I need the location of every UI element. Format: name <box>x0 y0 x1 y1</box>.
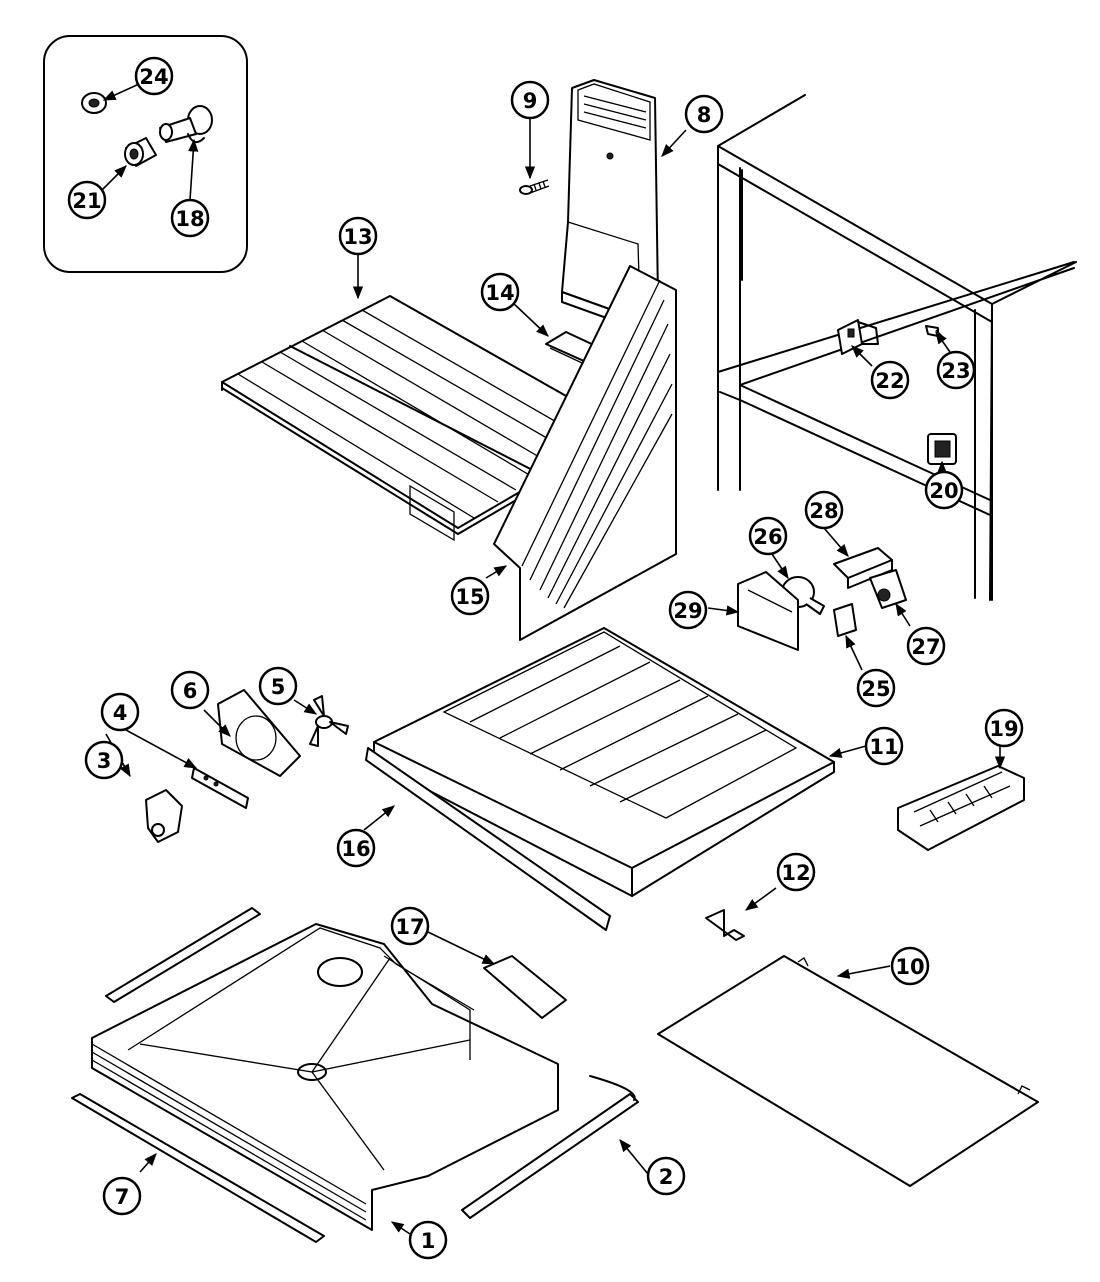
callout-label: 4 <box>113 701 128 725</box>
callout-label: 12 <box>781 861 810 885</box>
callout-label: 3 <box>97 749 112 773</box>
callout-9: 9 <box>510 80 550 120</box>
callout-label: 8 <box>697 103 712 127</box>
callout-label: 19 <box>989 717 1018 741</box>
callout-label: 13 <box>343 225 372 249</box>
part-29-light-lens <box>737 571 799 651</box>
callout-20: 20 <box>924 470 964 510</box>
callout-15: 15 <box>450 576 490 616</box>
callout-6: 6 <box>170 670 210 710</box>
cabinet-outline <box>717 94 1077 601</box>
callout-16: 16 <box>336 828 376 868</box>
callout-19: 19 <box>984 708 1024 748</box>
callout-25: 25 <box>856 668 896 708</box>
part-20-switch <box>927 433 957 465</box>
callout-26: 26 <box>748 516 788 556</box>
callout-24: 24 <box>134 56 174 96</box>
callout-label: 6 <box>183 679 198 703</box>
callout-label: 17 <box>395 915 424 939</box>
callout-18: 18 <box>170 198 210 238</box>
callout-label: 22 <box>875 369 904 393</box>
side-rail <box>105 907 261 1003</box>
callout-label: 20 <box>929 479 958 503</box>
part-10-bottom-panel <box>657 955 1039 1187</box>
callout-label: 1 <box>421 1229 436 1253</box>
part-2-rail <box>461 1075 639 1219</box>
callout-1: 1 <box>408 1220 448 1260</box>
part-9-screw <box>519 179 550 195</box>
leader-lines <box>101 83 1006 1235</box>
callout-27: 27 <box>906 626 946 666</box>
callout-28: 28 <box>804 490 844 530</box>
part-17-cover <box>483 955 567 1019</box>
part-4-motor-bracket <box>191 767 249 809</box>
callout-22: 22 <box>870 360 910 400</box>
part-15-glass-shelf <box>493 265 677 641</box>
part-23-screw <box>925 325 945 339</box>
callout-label: 15 <box>455 585 484 609</box>
callout-5: 5 <box>258 666 298 706</box>
part-11-crisper-cover <box>373 627 835 897</box>
callout-label: 18 <box>175 207 204 231</box>
callout-8: 8 <box>684 94 724 134</box>
callout-7: 7 <box>102 1176 142 1216</box>
part-19-ice-tray <box>897 765 1025 851</box>
callout-label: 24 <box>139 65 168 89</box>
callout-label: 7 <box>115 1185 130 1209</box>
callout-label: 5 <box>271 675 286 699</box>
callout-13: 13 <box>338 216 378 256</box>
part-25-light-shield <box>833 603 857 637</box>
part-12-clip <box>705 909 745 941</box>
part-21-grommet <box>124 137 157 167</box>
part-16-crisper-strip <box>365 747 611 931</box>
callout-label: 25 <box>861 677 890 701</box>
detail-inset <box>43 35 248 273</box>
callout-10: 10 <box>890 946 930 986</box>
part-3-fan-motor <box>145 789 183 843</box>
part-1-crisper-pan <box>91 923 559 1231</box>
part-5-fan-blade <box>309 695 349 747</box>
callout-label: 23 <box>941 359 970 383</box>
callout-label: 9 <box>523 89 538 113</box>
callout-label: 27 <box>911 635 940 659</box>
callout-2: 2 <box>646 1156 686 1196</box>
callout-label: 2 <box>659 1165 674 1189</box>
callout-label: 16 <box>341 837 370 861</box>
callout-label: 21 <box>72 189 101 213</box>
callout-label: 29 <box>673 599 702 623</box>
part-7-rail <box>71 1093 325 1243</box>
callout-3: 3 <box>84 740 124 780</box>
callout-17: 17 <box>390 906 430 946</box>
callout-29: 29 <box>668 590 708 630</box>
callout-4: 4 <box>100 692 140 732</box>
callout-14: 14 <box>480 272 520 312</box>
callout-label: 11 <box>869 735 898 759</box>
callout-11: 11 <box>864 726 904 766</box>
callout-label: 14 <box>485 281 514 305</box>
callout-12: 12 <box>776 852 816 892</box>
part-24-washer <box>81 92 107 114</box>
part-27-light-socket <box>869 569 907 609</box>
callout-21: 21 <box>67 180 107 220</box>
callout-label: 10 <box>895 955 924 979</box>
part-18-socket <box>159 105 213 144</box>
callout-label: 28 <box>809 499 838 523</box>
callout-23: 23 <box>936 350 976 390</box>
part-6-fan-shroud <box>217 689 301 777</box>
callout-label: 26 <box>753 525 782 549</box>
